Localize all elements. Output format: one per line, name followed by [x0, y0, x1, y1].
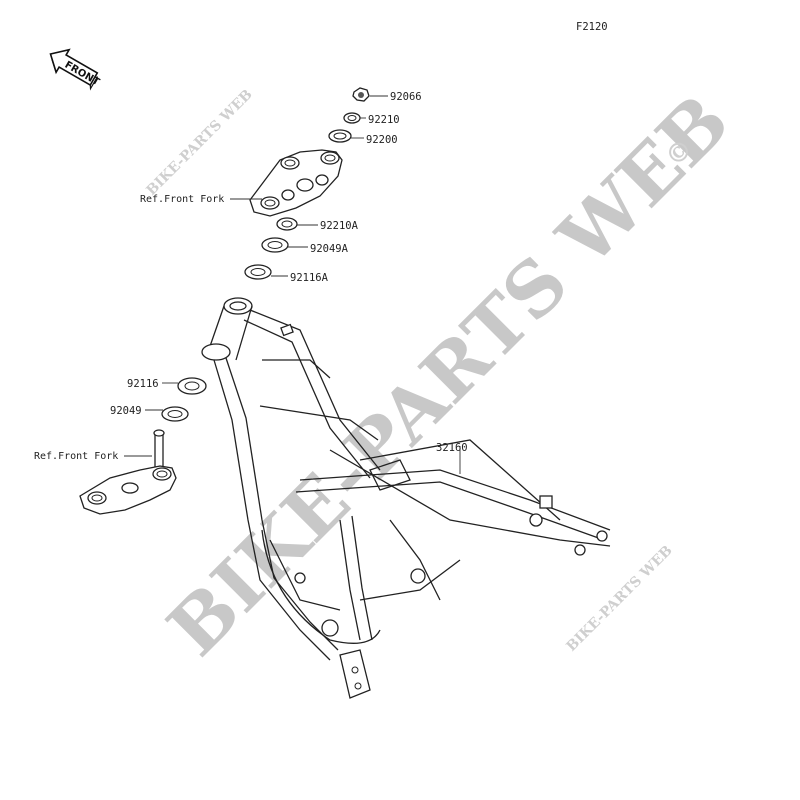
- part-92116-bearing: [162, 377, 207, 395]
- figure-code: F2120: [576, 21, 608, 33]
- label-92116: 92116: [127, 378, 159, 390]
- label-92066: 92066: [390, 91, 422, 103]
- label-32160: 32160: [436, 442, 468, 454]
- watermark-small-top: BIKE-PARTS WEB: [144, 87, 256, 199]
- watermark: BIKE-PARTS WEB © BIKE-PARTS WEB BIKE-PAR…: [144, 79, 746, 673]
- frame-32160: [201, 297, 611, 699]
- label-ref-front-fork-upper: Ref.Front Fork: [140, 194, 224, 205]
- watermark-large: BIKE-PARTS WEB: [152, 79, 746, 673]
- label-92200: 92200: [366, 134, 398, 146]
- lower-triple-clamp: [79, 429, 177, 515]
- part-92210A-nut: [276, 217, 318, 231]
- front-arrow-icon: FRONT: [49, 48, 101, 91]
- part-92049A-seal: [261, 237, 308, 253]
- watermark-small-bottom: BIKE-PARTS WEB: [564, 543, 676, 655]
- part-92116A-bearing: [244, 264, 288, 280]
- upper-triple-clamp: [230, 149, 343, 217]
- part-92200-washer: [328, 129, 364, 143]
- part-92049-seal: [145, 406, 189, 422]
- part-92066-nut: [352, 87, 388, 102]
- label-ref-front-fork-lower: Ref.Front Fork: [34, 451, 118, 462]
- part-92210-washer: [343, 112, 366, 124]
- label-92210A: 92210A: [320, 220, 359, 232]
- label-92210: 92210: [368, 114, 400, 126]
- label-92049A: 92049A: [310, 243, 349, 255]
- label-92049: 92049: [110, 405, 142, 417]
- label-92116A: 92116A: [290, 272, 329, 284]
